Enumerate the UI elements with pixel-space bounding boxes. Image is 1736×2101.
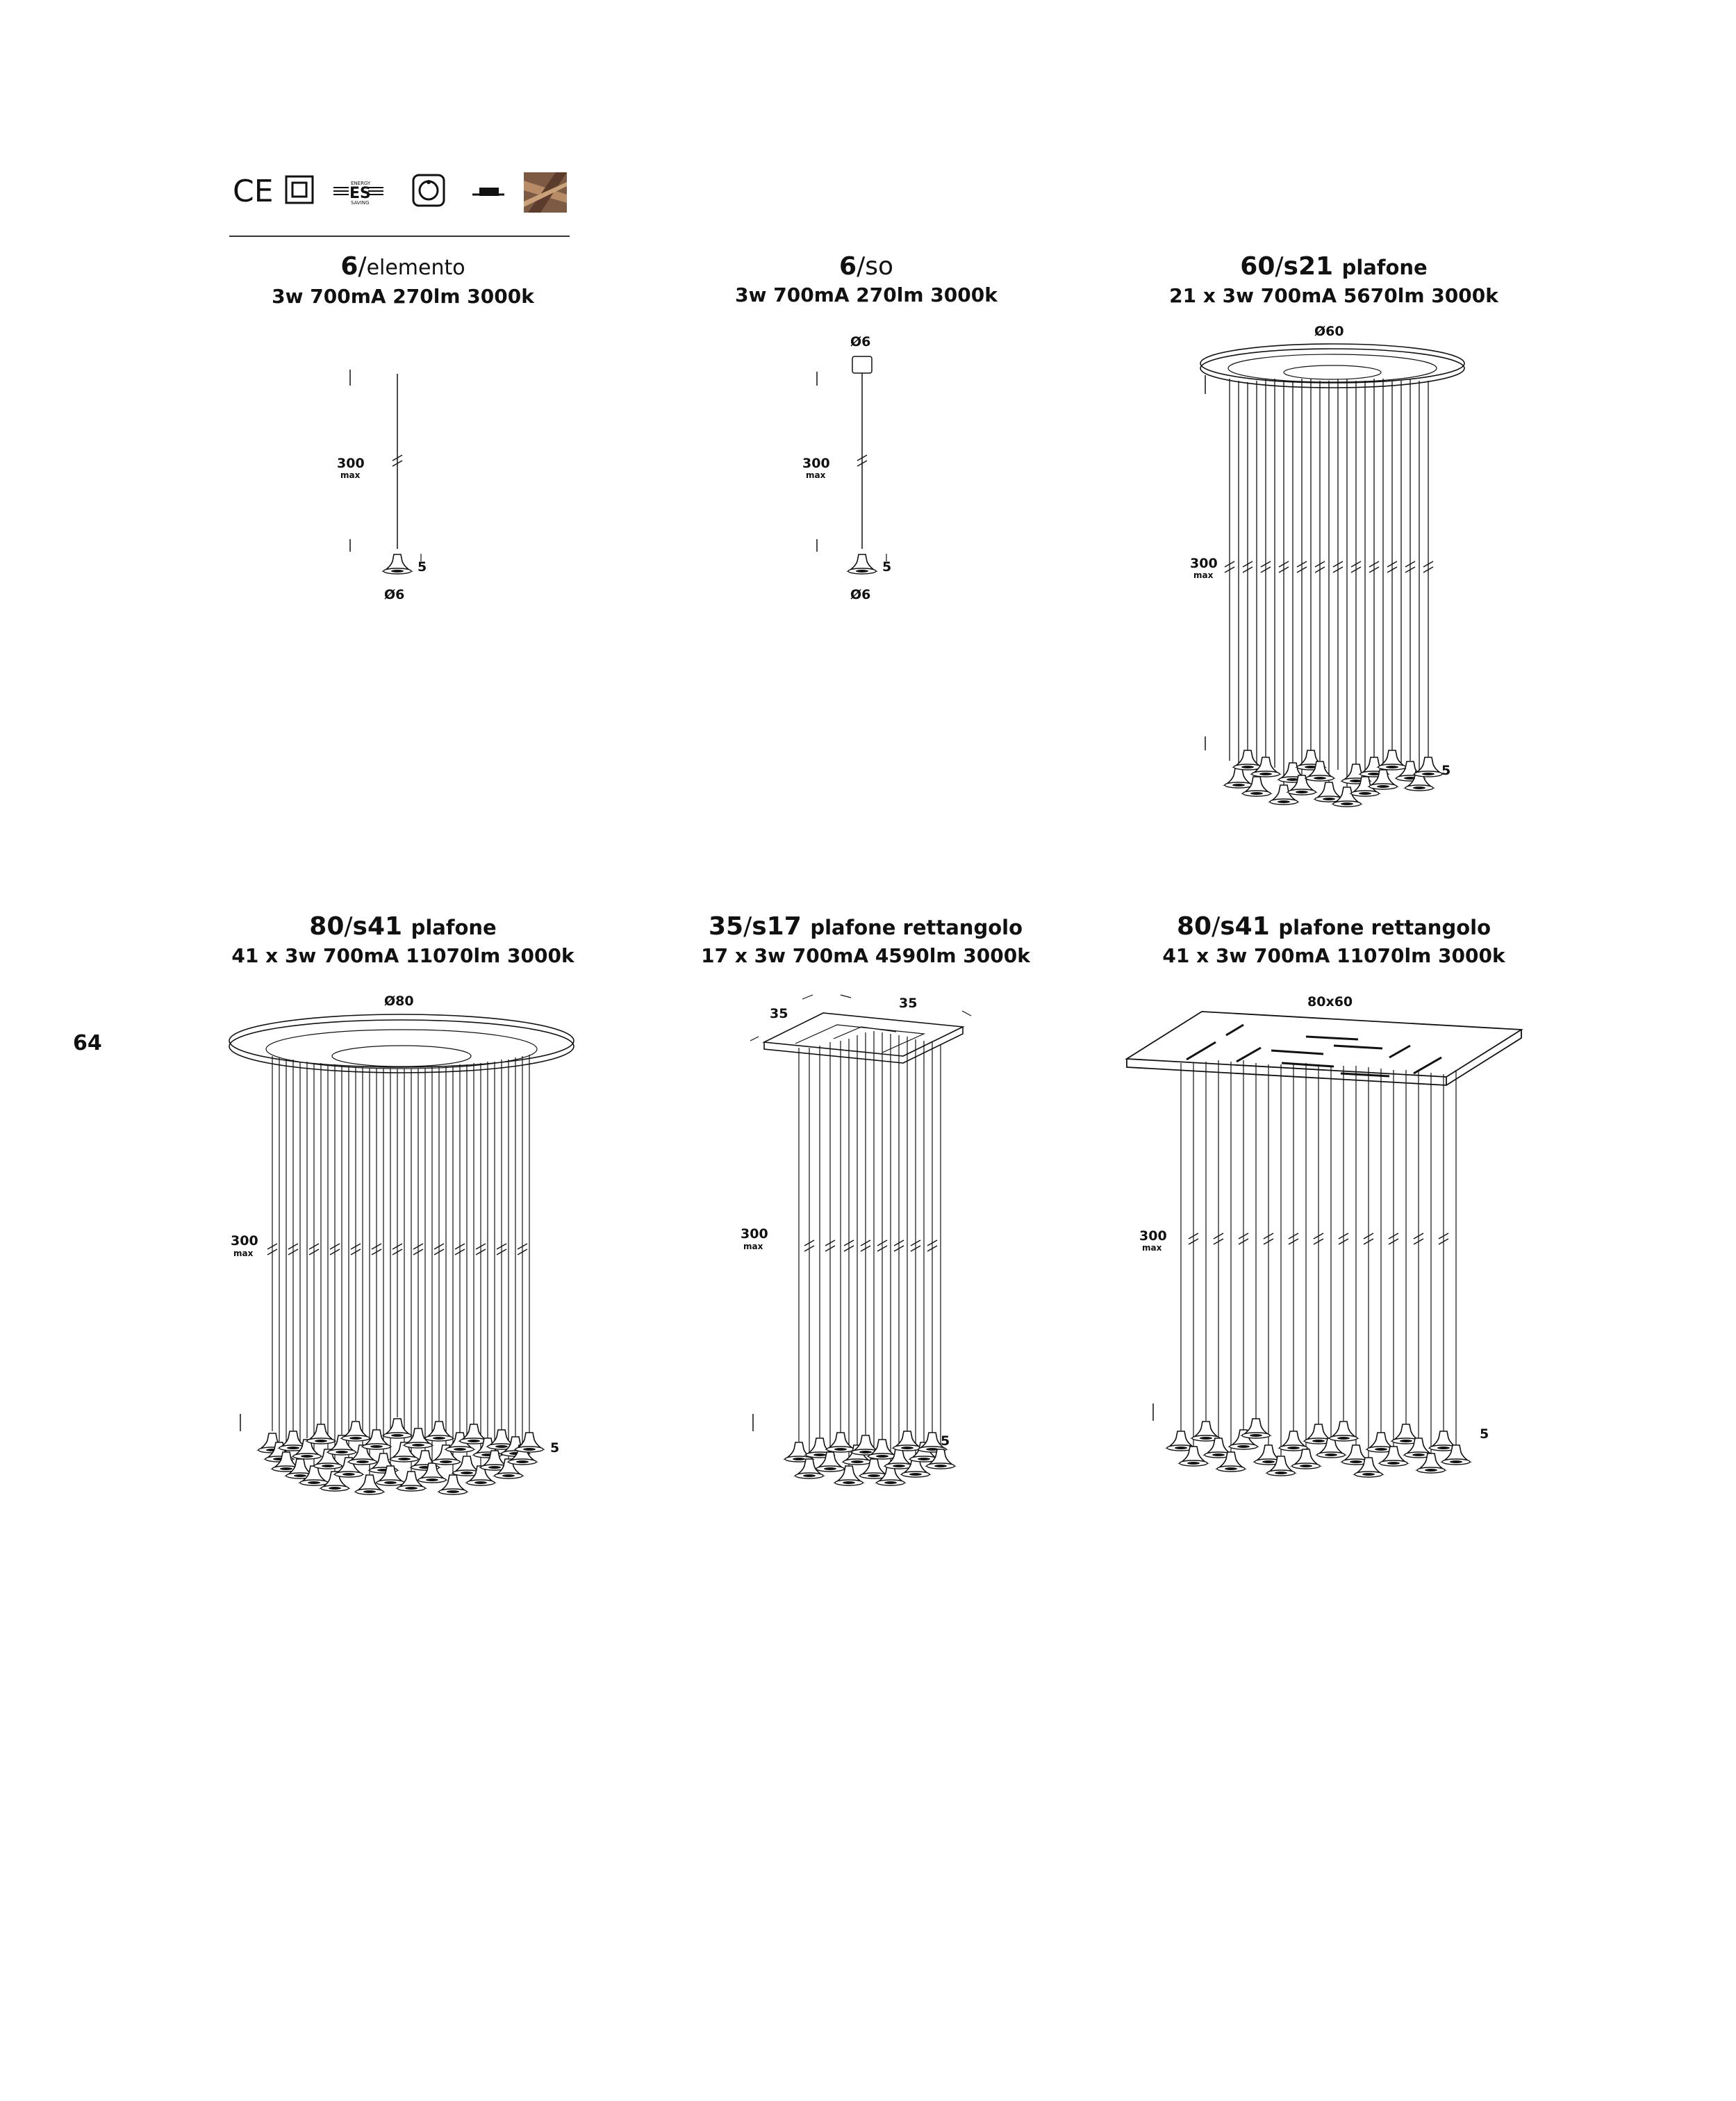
certification-icons: CE ENERGY ES SAVING <box>233 172 567 213</box>
dim-max: max <box>233 1249 254 1258</box>
svg-text:SAVING: SAVING <box>351 200 369 206</box>
page-number: 64 <box>73 1031 102 1055</box>
dim-side-a: 35 <box>770 1006 788 1021</box>
dim-length: 300 <box>802 456 830 471</box>
dim-top: Ø60 <box>1314 324 1344 339</box>
product-6-so: 6/so 3w 700mA 270lm 3000k <box>623 252 1109 308</box>
glass-finish-swatch-icon <box>524 172 567 213</box>
dim-top: 80x60 <box>1307 994 1353 1010</box>
product-title: 6/so <box>839 252 893 281</box>
product-title: 60/s21 plafone <box>1240 252 1428 281</box>
product-title: 35/s17 plafone rettangolo <box>708 912 1023 941</box>
svg-text:ENERGY: ENERGY <box>351 181 371 186</box>
product-80-s41-plafone-rettangolo: 80/s41 plafone rettangolo 41 x 3w 700mA … <box>1091 912 1577 969</box>
header-divider <box>229 236 570 237</box>
dim-length: 300 <box>231 1233 258 1249</box>
dim-drop: 5 <box>550 1440 559 1456</box>
product-spec: 17 x 3w 700mA 4590lm 3000k <box>701 944 1030 967</box>
dim-length: 300 <box>1190 556 1218 571</box>
drawing-80-s41: Ø80 <box>229 994 574 1495</box>
product-80-s41-plafone: 80/s41 plafone 41 x 3w 700mA 11070lm 300… <box>160 912 646 969</box>
dim-max: max <box>743 1242 763 1251</box>
dim-drop: 5 <box>418 559 427 575</box>
dim-drop: 5 <box>941 1433 950 1449</box>
dim-length: 300 <box>1139 1228 1167 1244</box>
double-insulation-icon <box>285 175 314 204</box>
energy-saving-icon: ENERGY ES SAVING <box>333 181 383 206</box>
dim-diameter: Ø6 <box>850 587 870 602</box>
ce-mark-icon: CE <box>233 174 274 209</box>
ceiling-mount-icon <box>472 188 504 196</box>
product-6-elemento: 6/elemento 3w 700mA 270lm 3000k <box>160 252 646 310</box>
dim-length: 300 <box>741 1226 768 1242</box>
product-spec: 41 x 3w 700mA 11070lm 3000k <box>1162 944 1505 967</box>
drawing-35-s17: 35 35 <box>741 994 972 1486</box>
drawing-6-elemento: 300 max 5 Ø6 <box>337 370 427 602</box>
product-60-s21-plafone: 60/s21 plafone 21 x 3w 700mA 5670lm 3000… <box>1091 252 1577 309</box>
product-title: 80/s41 plafone <box>309 912 497 941</box>
drawing-60-s21: Ø60 <box>1190 324 1465 807</box>
product-spec: 41 x 3w 700mA 11070lm 3000k <box>231 944 574 967</box>
product-title: 6/elemento <box>340 252 465 281</box>
svg-text:ES: ES <box>349 185 371 202</box>
dim-top: Ø6 <box>850 334 870 349</box>
dim-length: 300 <box>337 456 365 471</box>
dim-diameter: Ø6 <box>384 587 404 602</box>
dim-drop: 5 <box>882 559 891 575</box>
dim-top: Ø80 <box>384 994 414 1009</box>
drawing-80-s41-rettangolo: 80x60 <box>1125 994 1523 1478</box>
dim-side-b: 35 <box>899 996 917 1011</box>
dim-drop: 5 <box>1480 1426 1489 1442</box>
dim-drop: 5 <box>1441 763 1450 778</box>
product-title: 80/s41 plafone rettangolo <box>1176 912 1491 941</box>
dim-max: max <box>1142 1243 1162 1253</box>
dim-max: max <box>1193 570 1214 580</box>
dim-max: max <box>806 470 826 480</box>
product-spec: 3w 700mA 270lm 3000k <box>272 285 534 308</box>
product-spec: 21 x 3w 700mA 5670lm 3000k <box>1169 284 1498 307</box>
drawing-6-so: Ø6 300 max 5 Ø6 <box>802 334 891 602</box>
product-spec: 3w 700mA 270lm 3000k <box>735 283 998 306</box>
product-35-s17-plafone-rettangolo: 35/s17 plafone rettangolo 17 x 3w 700mA … <box>622 912 1109 969</box>
dimmer-icon <box>412 174 445 207</box>
dim-max: max <box>340 470 361 480</box>
